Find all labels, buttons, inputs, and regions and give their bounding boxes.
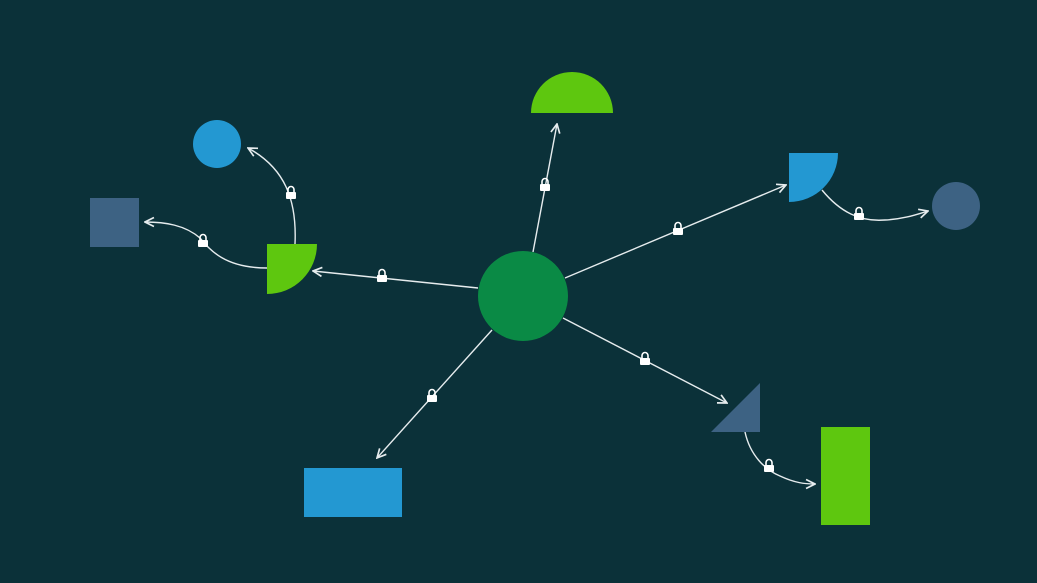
lock-icon — [763, 458, 775, 473]
left-circle-node[interactable] — [193, 120, 241, 168]
lock-icon — [672, 221, 684, 236]
right-circle-node[interactable] — [932, 182, 980, 230]
lock-icon — [639, 351, 651, 366]
edge-triangle-tall-rect — [744, 431, 815, 484]
right-quarter-circle-node[interactable] — [789, 153, 838, 202]
triangle-node[interactable] — [711, 383, 760, 432]
wide-rect-node[interactable] — [304, 468, 402, 517]
tall-rect-node[interactable] — [821, 427, 870, 525]
lock-icon — [539, 177, 551, 192]
lock-icon — [197, 233, 209, 248]
hub-node[interactable] — [478, 251, 568, 341]
left-square-node[interactable] — [90, 198, 139, 247]
lock-icon — [853, 206, 865, 221]
left-quarter-circle-node[interactable] — [267, 244, 317, 294]
top-semicircle-node[interactable] — [531, 72, 613, 113]
lock-icon — [426, 388, 438, 403]
lock-icon — [376, 268, 388, 283]
edge-hub-left-quarter — [313, 271, 479, 289]
lock-icon — [285, 185, 297, 200]
edge-right-quarter-right-circle — [821, 189, 928, 221]
edge-left-quarter-left-circle — [248, 148, 296, 245]
